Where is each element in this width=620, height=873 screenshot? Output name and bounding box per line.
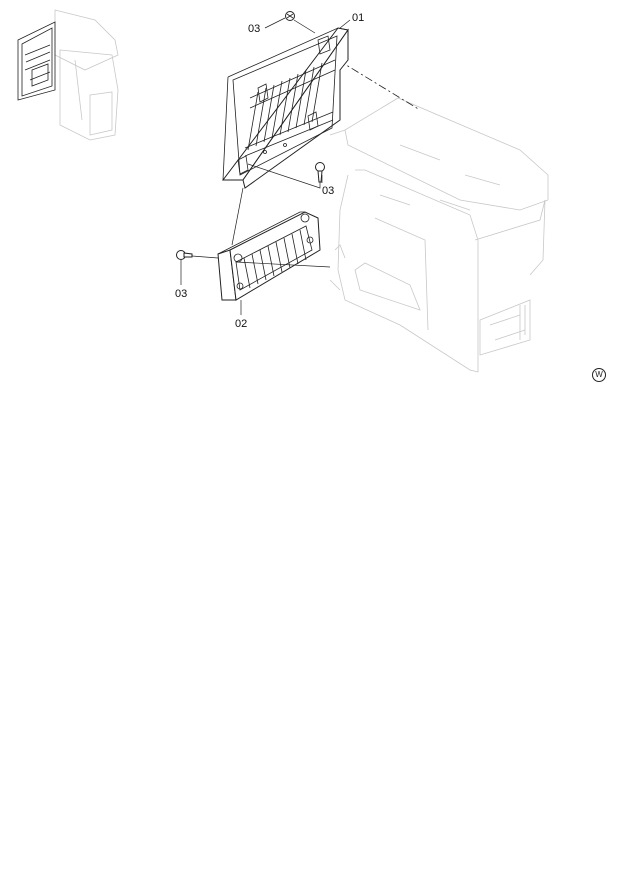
bolt-03-top <box>285 11 295 21</box>
part-01-large-cover <box>221 27 349 189</box>
callout-03-middle: 03 <box>322 185 335 197</box>
part-02-small-cover <box>217 211 321 301</box>
callout-03-left: 03 <box>175 288 188 300</box>
bolt-03-left <box>176 250 193 260</box>
w-marker-icon: W <box>592 368 606 382</box>
callout-03-top: 03 <box>248 23 261 35</box>
callout-01: 01 <box>352 12 365 24</box>
bolt-03-middle <box>315 162 325 183</box>
thumbnail-locator <box>17 9 119 141</box>
cab-outline <box>329 97 549 373</box>
alignment-line <box>337 59 421 111</box>
leader-lines <box>180 17 351 315</box>
callout-02: 02 <box>235 318 248 330</box>
